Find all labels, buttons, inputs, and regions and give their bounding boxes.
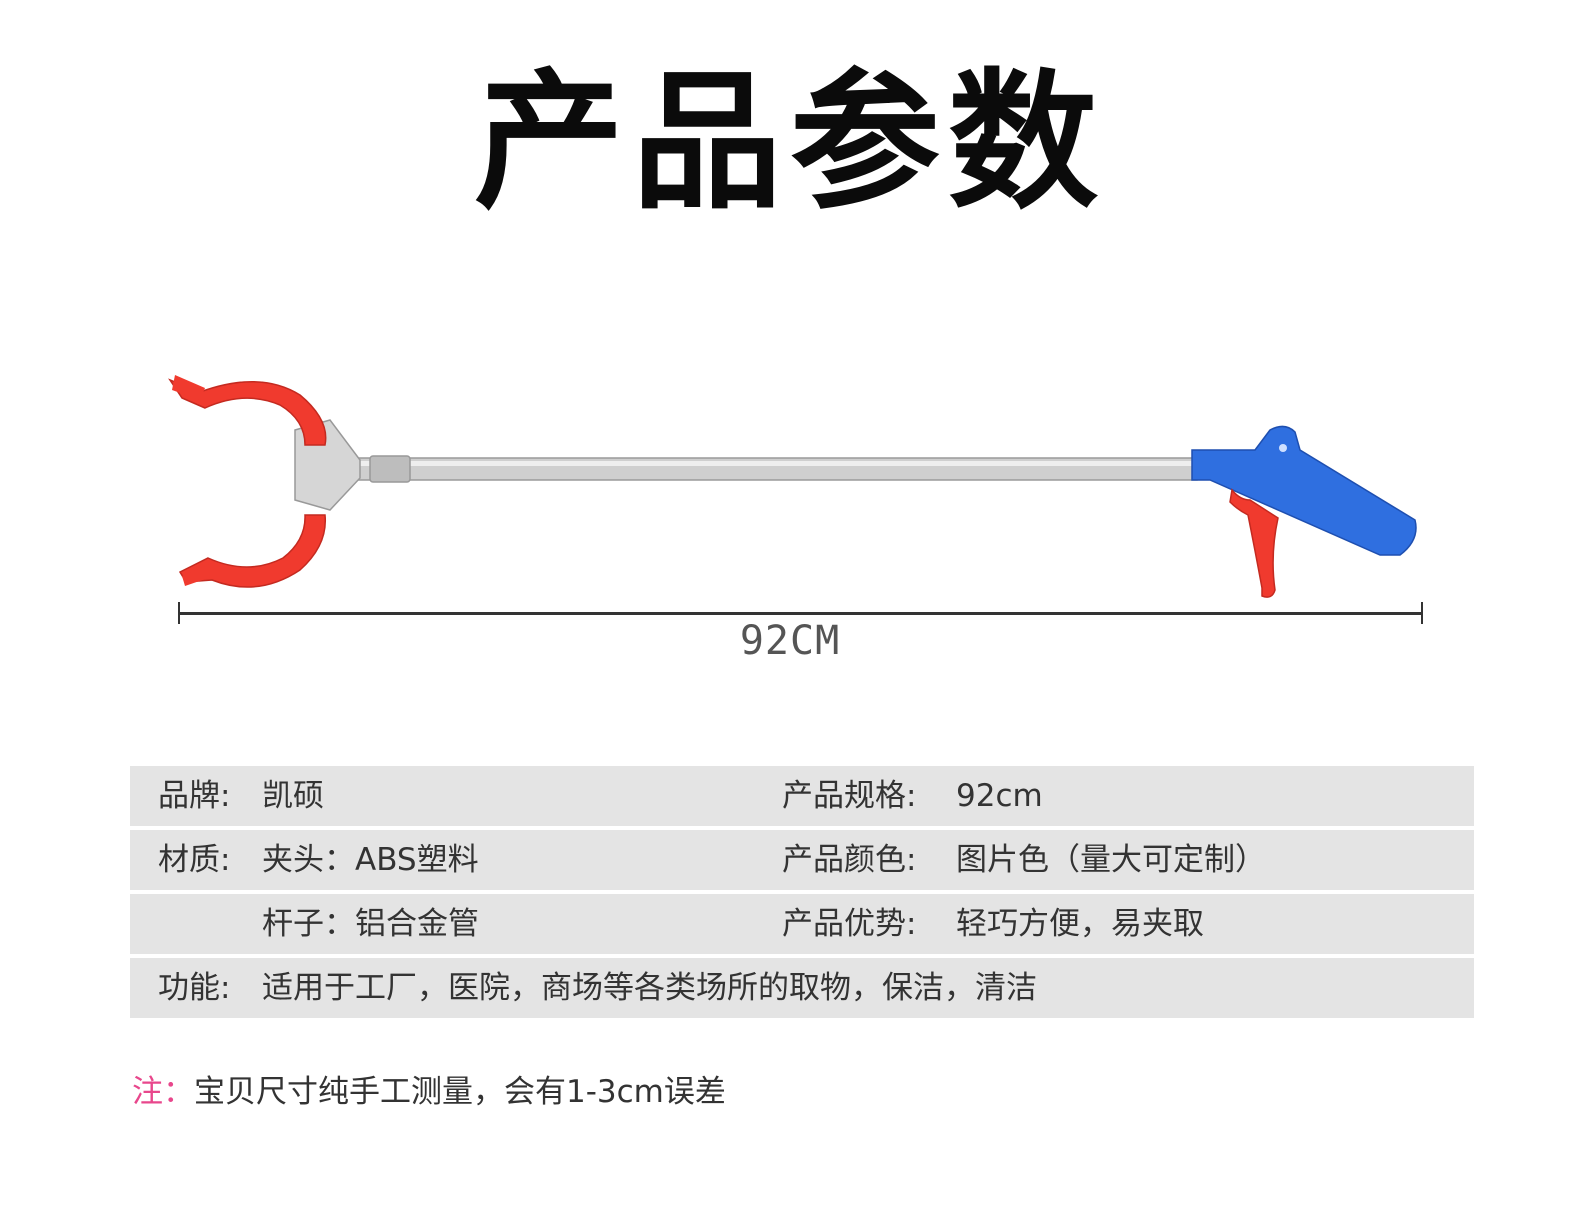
upper-jaw: [168, 378, 327, 446]
spec-label: 产品规格:: [782, 778, 917, 814]
spec-value: 凯硕: [262, 778, 324, 814]
length-dimension-line: [178, 600, 1423, 626]
spec-label: 品牌:: [158, 778, 231, 814]
spec-label: 材质:: [158, 842, 231, 878]
page-title: 产品参数: [473, 56, 1106, 230]
measurement-note: 注：宝贝尺寸纯手工测量，会有1-3cm误差: [132, 1066, 726, 1111]
spec-value: 图片色（量大可定制）: [956, 842, 1266, 878]
spec-value: 适用于工厂，医院，商场等各类场所的取物，保洁，清洁: [262, 970, 1037, 1006]
spec-row: 品牌: 凯硕 产品规格: 92cm: [130, 766, 1474, 826]
spec-label: 功能:: [158, 970, 231, 1006]
spec-value: 夹头：ABS塑料: [262, 842, 479, 878]
note-label: 注：: [132, 1074, 194, 1110]
spec-table: 品牌: 凯硕 产品规格: 92cm 材质: 夹头：ABS塑料 产品颜色: 图片色…: [130, 766, 1474, 1022]
spec-label: 产品颜色:: [782, 842, 917, 878]
trigger: [1229, 488, 1279, 598]
dimension-tick-right: [1421, 602, 1423, 624]
spec-row: 功能: 适用于工厂，医院，商场等各类场所的取物，保洁，清洁: [130, 958, 1474, 1018]
handle: [1191, 425, 1417, 556]
spec-label: 产品优势:: [782, 906, 917, 942]
note-text: 宝贝尺寸纯手工测量，会有1-3cm误差: [194, 1074, 726, 1110]
lower-jaw: [178, 514, 327, 588]
spec-row: 材质: 夹头：ABS塑料 产品颜色: 图片色（量大可定制）: [130, 830, 1474, 890]
dimension-line: [178, 612, 1423, 615]
spec-row: 杆子：铝合金管 产品优势: 轻巧方便，易夹取: [130, 894, 1474, 954]
spec-value: 92cm: [956, 778, 1043, 814]
spec-value: 杆子：铝合金管: [262, 906, 479, 942]
length-label: 92CM: [739, 618, 841, 664]
grabber-tool-image: [168, 375, 1417, 598]
spec-value: 轻巧方便，易夹取: [956, 906, 1204, 942]
